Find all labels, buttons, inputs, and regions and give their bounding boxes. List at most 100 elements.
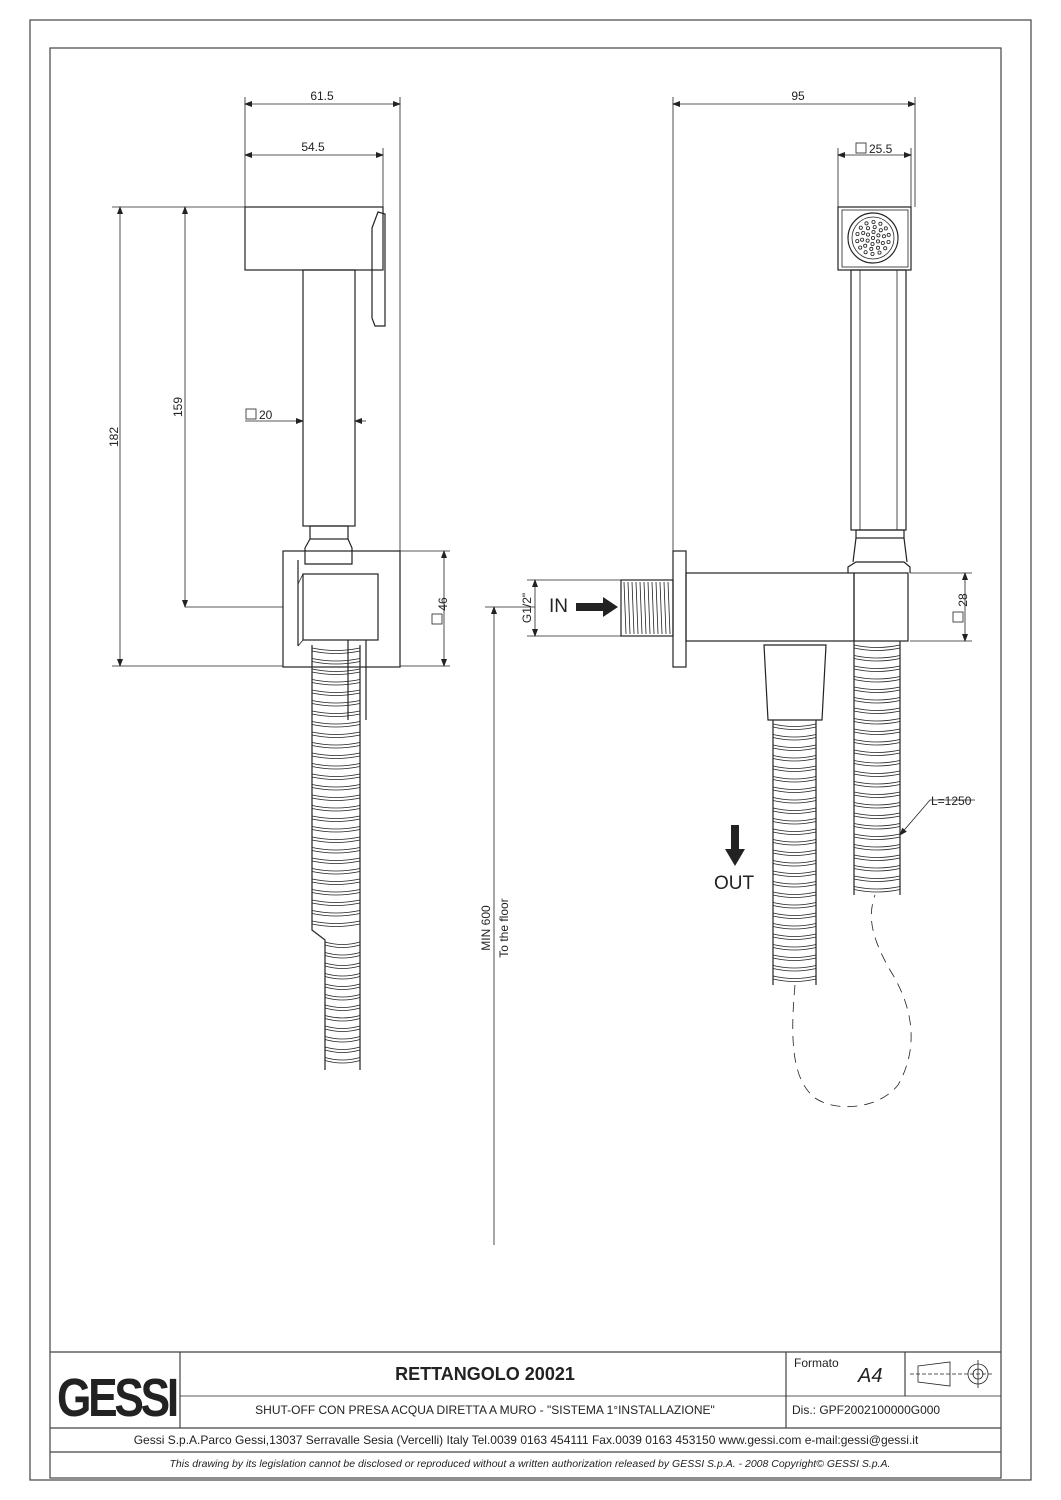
min-height-annotation: MIN 600 To the floor — [479, 606, 535, 1245]
hose-coil — [772, 765, 817, 772]
hose-coil — [853, 770, 901, 777]
hose-coil — [311, 920, 361, 927]
spray-hole — [876, 233, 881, 238]
hose-continuation — [792, 894, 912, 1108]
dim-head-square: 25.5 — [869, 142, 893, 156]
hose-coil — [311, 763, 361, 770]
thread-line — [623, 581, 627, 635]
hose-coil — [772, 912, 817, 919]
dim-min-height: MIN 600 — [479, 905, 493, 951]
dim-left-width-inner: 54.5 — [301, 140, 325, 154]
thread-line — [627, 581, 631, 635]
hose-coil — [853, 644, 901, 651]
spray-hole — [863, 243, 868, 248]
spray-hole — [863, 250, 868, 255]
left-hose — [311, 645, 361, 1070]
thread-line — [655, 581, 659, 635]
hose-coil — [311, 847, 361, 854]
hose-coil — [853, 791, 901, 798]
hose-coil — [772, 933, 817, 940]
hose-coil — [311, 899, 361, 906]
thread-line — [647, 581, 651, 635]
thread-line — [659, 581, 663, 635]
thread-line — [651, 581, 655, 635]
spray-hole — [870, 251, 875, 256]
hose-coil — [311, 910, 361, 917]
left-handle — [302, 269, 356, 527]
title-block: GESSI RETTANGOLO 20021 SHUT-OFF CON PRES… — [50, 1351, 1001, 1470]
spray-hole — [858, 245, 863, 250]
hose-coil — [311, 647, 361, 654]
thread-line — [631, 581, 635, 635]
hose-coil — [772, 807, 817, 814]
spray-hole — [886, 239, 891, 244]
spray-hole — [869, 246, 874, 251]
spray-hole — [861, 230, 866, 235]
right-body — [685, 572, 855, 642]
thread-line — [635, 581, 639, 635]
flow-out-arrow — [725, 825, 745, 866]
hose-coil — [311, 689, 361, 696]
hose-coil — [853, 844, 901, 851]
hose-coil — [853, 749, 901, 756]
hose-coil — [311, 868, 361, 875]
spray-hole — [877, 250, 882, 255]
dim-body-square: 46 — [436, 597, 450, 611]
flow-in-arrow — [576, 597, 618, 617]
hose-coil — [324, 1025, 361, 1032]
flow-out-label: OUT — [714, 873, 755, 894]
outer-frame — [29, 19, 1032, 1481]
hose-coil — [853, 760, 901, 767]
right-handle — [850, 269, 907, 531]
hose-coil — [853, 812, 901, 819]
spray-hole — [865, 238, 870, 243]
hose-coil — [311, 794, 361, 801]
hose-coil — [772, 849, 817, 856]
hose-coil — [311, 805, 361, 812]
hose-coil — [311, 836, 361, 843]
hose-coil — [772, 839, 817, 846]
left-connector — [309, 525, 349, 540]
hose-coil — [772, 744, 817, 751]
spray-hole — [870, 241, 875, 246]
dim-thread: G1/2" — [520, 593, 534, 623]
hose-coil — [853, 833, 901, 840]
product-description: SHUT-OFF CON PRESA ACQUA DIRETTA A MURO … — [255, 1403, 715, 1417]
hose-coil — [311, 710, 361, 717]
dim-hose-length: L=1250 — [931, 794, 972, 808]
hose-coil — [311, 658, 361, 665]
company-info: Gessi S.p.A.Parco Gessi,13037 Serravalle… — [134, 1433, 919, 1447]
spray-hole — [878, 221, 883, 226]
hose-coil — [311, 889, 361, 896]
dim-left-width-total: 61.5 — [310, 89, 334, 103]
spray-hole — [876, 245, 881, 250]
hose-coil — [324, 1036, 361, 1043]
left-wall-body — [282, 550, 401, 668]
hose-coil — [853, 865, 901, 872]
hose-coil — [311, 679, 361, 686]
hose-coil — [853, 665, 901, 672]
hose-coil — [311, 826, 361, 833]
spray-hole — [871, 219, 876, 224]
hose-coil — [772, 891, 817, 898]
spray-hole — [864, 221, 869, 226]
right-hose-out — [772, 720, 817, 985]
dim-right-width: 95 — [791, 89, 805, 103]
hose-coil — [311, 773, 361, 780]
spray-hole — [886, 232, 891, 237]
spray-hole — [871, 235, 876, 240]
spray-hole — [855, 231, 860, 236]
hose-coil — [772, 944, 817, 951]
spray-hole — [876, 239, 881, 244]
hose-coil — [311, 857, 361, 864]
thread-line — [639, 581, 643, 635]
hose-coil — [311, 784, 361, 791]
hose-coil — [324, 1004, 361, 1011]
spray-hole — [860, 237, 865, 242]
spray-hole — [881, 234, 886, 239]
right-spray-head — [837, 206, 912, 271]
hose-coil — [311, 700, 361, 707]
hose-coil — [324, 962, 361, 969]
hose-coil — [853, 676, 901, 683]
hose-coil — [772, 881, 817, 888]
